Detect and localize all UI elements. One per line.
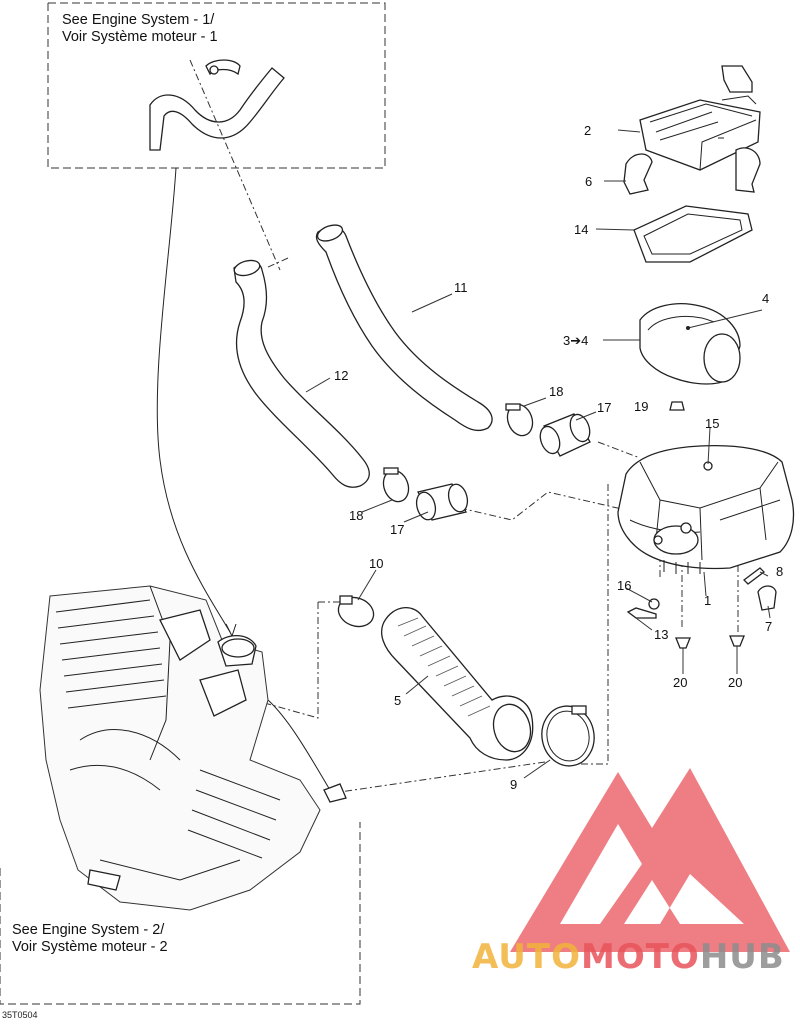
callout-8: 8	[776, 564, 784, 579]
callout-18-upper: 18	[549, 384, 564, 399]
watermark-text: AUTOMOTOHUB	[472, 940, 785, 974]
callout-15: 15	[705, 416, 720, 431]
engine-system-1-reference-box	[47, 2, 386, 169]
plug-7	[757, 585, 777, 611]
top-breather-hose	[149, 59, 285, 271]
clamp-18-upper	[505, 403, 534, 437]
callout-2: 2	[584, 123, 592, 138]
hose-11	[315, 224, 493, 432]
callout-19: 19	[634, 399, 649, 414]
callout-20-right: 20	[728, 675, 743, 690]
callout-10: 10	[369, 556, 384, 571]
watermark-text-hub: HUB	[699, 937, 785, 977]
engine-system-2-note-line-2: Voir Système moteur - 2	[12, 939, 168, 955]
callout-5: 5	[394, 693, 402, 708]
callout-20-left: 20	[673, 675, 688, 690]
washer-16	[648, 598, 660, 610]
callout-13: 13	[654, 627, 669, 642]
pin-8	[743, 567, 765, 585]
airbox-cover	[639, 65, 761, 171]
clamp-9	[541, 705, 595, 767]
clamp-10	[337, 595, 375, 628]
leader-lines	[305, 129, 771, 779]
clamp-18-lower	[382, 467, 410, 503]
callout-11: 11	[454, 280, 468, 295]
air-filter	[639, 303, 763, 385]
watermark-text-auto: AUTO	[472, 937, 581, 977]
sleeve-17-lower	[415, 483, 469, 521]
engine-system-2-note-line-1: See Engine System - 2/	[12, 922, 165, 938]
callout-6: 6	[585, 174, 593, 189]
callout-17-upper: 17	[597, 400, 612, 415]
callout-14: 14	[574, 222, 589, 237]
engine-system-1-note-line-1: See Engine System - 1/	[62, 12, 215, 28]
airbox	[617, 444, 795, 574]
callout-16: 16	[617, 578, 632, 593]
callout-9: 9	[510, 777, 518, 792]
engine-system-2-note: See Engine System - 2/ Voir Système mote…	[12, 922, 168, 956]
sleeve-17-upper	[539, 413, 591, 457]
grommet-19	[669, 401, 685, 411]
engine-assembly	[39, 585, 347, 911]
clips	[623, 147, 761, 195]
callout-12: 12	[334, 368, 349, 383]
callout-17-lower: 17	[390, 522, 405, 537]
watermark-logo	[510, 768, 790, 952]
seal	[633, 205, 753, 263]
callout-4: 4	[762, 291, 770, 306]
engine-system-1-note: See Engine System - 1/ Voir Système mote…	[62, 12, 218, 46]
rivet-20-right	[729, 635, 745, 654]
callout-7: 7	[765, 619, 773, 634]
callout-1: 1	[704, 593, 712, 608]
screw-13	[626, 607, 657, 619]
rivet-20-left	[675, 637, 691, 656]
breather-hose	[156, 167, 237, 638]
callout-3-to-4: 3➔4	[563, 333, 589, 348]
engine-system-2-reference-box	[0, 822, 361, 1005]
engine-system-1-note-line-2: Voir Système moteur - 1	[62, 29, 218, 45]
intake-duct	[381, 607, 534, 761]
hose-12	[233, 259, 370, 488]
watermark-text-moto: MOTO	[580, 937, 700, 977]
figure-code: 35T0504	[2, 1010, 38, 1020]
callout-18-lower: 18	[349, 508, 364, 523]
